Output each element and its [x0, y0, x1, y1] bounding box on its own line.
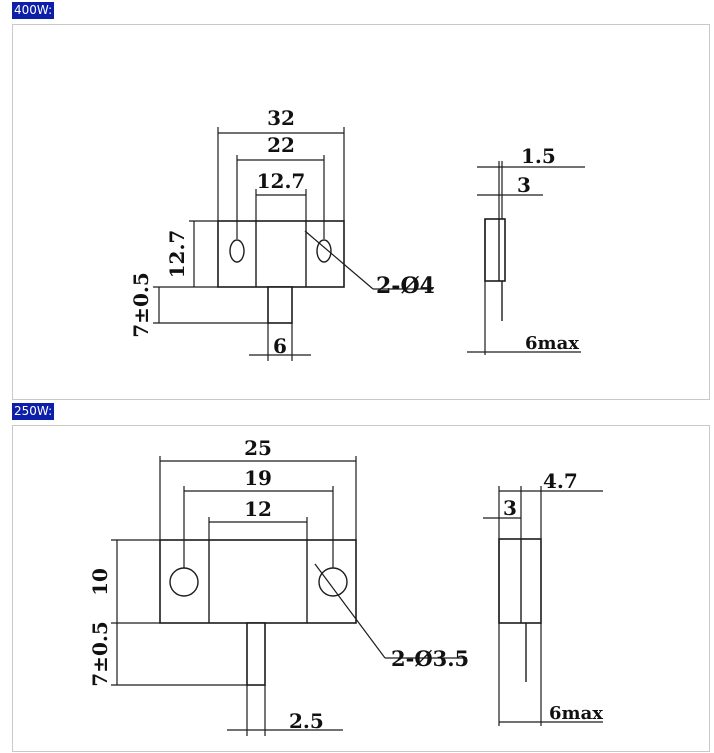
dim-side-thickness: 3	[503, 496, 517, 520]
dim-side-max: 6max	[525, 333, 579, 354]
side-view-body-250w	[498, 538, 542, 624]
lead-tab-400w	[267, 286, 293, 324]
dim-hole-spacing: 22	[267, 133, 295, 157]
dim-overall-width: 25	[244, 436, 272, 460]
dim-holes: 2-Ø3.5	[391, 646, 469, 671]
dim-holes: 2-Ø4	[376, 273, 435, 299]
lead-tab-250w	[246, 622, 266, 686]
drawing-panel-400w: 32 22 12.7 12.7 7±0.5 2-Ø4 6 1.5 3 6max	[12, 24, 710, 400]
dimension-drawing-400w: 32 22 12.7 12.7 7±0.5 2-Ø4 6 1.5 3 6max	[129, 106, 585, 361]
dimension-drawing-250w: 25 19 12 10 7±0.5 2-Ø3.5 2.5 4.7 3 6max	[88, 436, 603, 736]
section-label-400w: 400W:	[12, 2, 55, 19]
dim-lead-width: 2.5	[289, 709, 324, 733]
resistor-flange-250w	[159, 539, 357, 624]
dim-lead-width: 6	[273, 334, 287, 358]
dim-side-max: 6max	[549, 703, 603, 724]
mounting-hole-right	[316, 239, 332, 263]
mounting-hole-left	[229, 239, 245, 263]
side-view-body-400w	[484, 218, 506, 282]
dim-height: 10	[88, 568, 112, 596]
dim-lead-length: 7±0.5	[88, 621, 112, 686]
dim-height: 12.7	[165, 230, 189, 279]
section-label-250w: 250W:	[12, 403, 55, 420]
dim-lead-length: 7±0.5	[129, 272, 153, 337]
dim-hole-spacing: 19	[244, 466, 272, 490]
dim-side-lead: 1.5	[521, 144, 556, 168]
dim-center-width: 12	[244, 497, 272, 521]
dim-overall-width: 32	[267, 106, 295, 130]
resistor-flange-400w	[217, 220, 345, 288]
dim-side-lead: 4.7	[543, 469, 578, 493]
drawing-panel-250w: 25 19 12 10 7±0.5 2-Ø3.5 2.5 4.7 3 6max	[12, 425, 710, 752]
dim-side-thickness: 3	[517, 173, 531, 197]
dim-center-width: 12.7	[257, 169, 306, 193]
